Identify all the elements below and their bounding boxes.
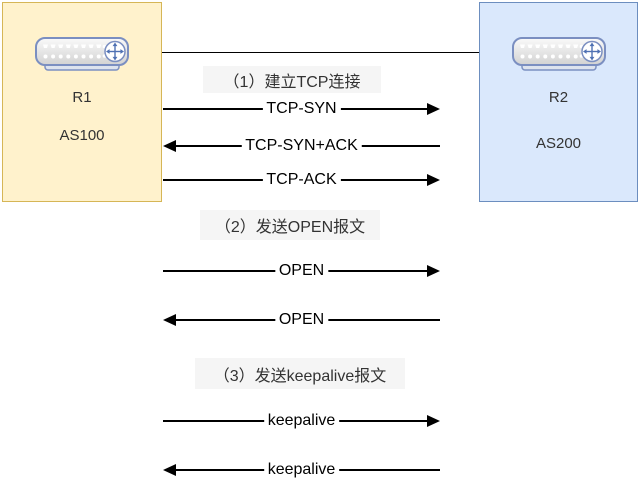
section-label-send-keepalive: （3）发送keepalive报文 <box>195 358 405 389</box>
arrow-left-icon <box>163 464 176 476</box>
message-arrow-tcp-syn: TCP-SYN <box>163 97 440 121</box>
arrow-right-icon <box>427 103 440 115</box>
arrow-left-icon <box>163 140 176 152</box>
message-label: TCP-ACK <box>262 170 341 190</box>
message-label: keepalive <box>263 411 340 431</box>
message-label: keepalive <box>263 460 340 480</box>
message-arrow-open-left: OPEN <box>163 308 440 332</box>
message-arrow-tcp-syn-ack: TCP-SYN+ACK <box>163 134 440 158</box>
actor-box-r1: R1 AS100 <box>2 2 162 202</box>
arrow-right-icon <box>427 415 440 427</box>
message-label: OPEN <box>274 261 329 281</box>
section-label-establish-tcp: （1）建立TCP连接 <box>203 66 381 93</box>
actor-box-r2: R2 AS200 <box>479 2 638 202</box>
router-switch-icon <box>35 37 129 71</box>
arrow-right-icon <box>427 265 440 277</box>
actor-as-number-r1: AS100 <box>59 127 105 144</box>
message-arrow-keepalive-left: keepalive <box>163 458 440 482</box>
actor-name-r1: R1 <box>72 89 92 106</box>
message-arrow-tcp-ack: TCP-ACK <box>163 168 440 192</box>
router-switch-icon <box>511 37 606 71</box>
actor-name-r2: R2 <box>548 89 569 106</box>
arrow-left-icon <box>163 314 176 326</box>
arrow-right-icon <box>427 174 440 186</box>
connector-line <box>124 52 514 53</box>
message-label: TCP-SYN <box>262 99 341 119</box>
section-label-send-open: （2）发送OPEN报文 <box>200 210 380 240</box>
message-arrow-open-right: OPEN <box>163 259 440 283</box>
message-label: OPEN <box>274 310 329 330</box>
actor-as-number-r2: AS200 <box>535 135 582 152</box>
message-label: TCP-SYN+ACK <box>241 136 362 156</box>
message-arrow-keepalive-right: keepalive <box>163 409 440 433</box>
